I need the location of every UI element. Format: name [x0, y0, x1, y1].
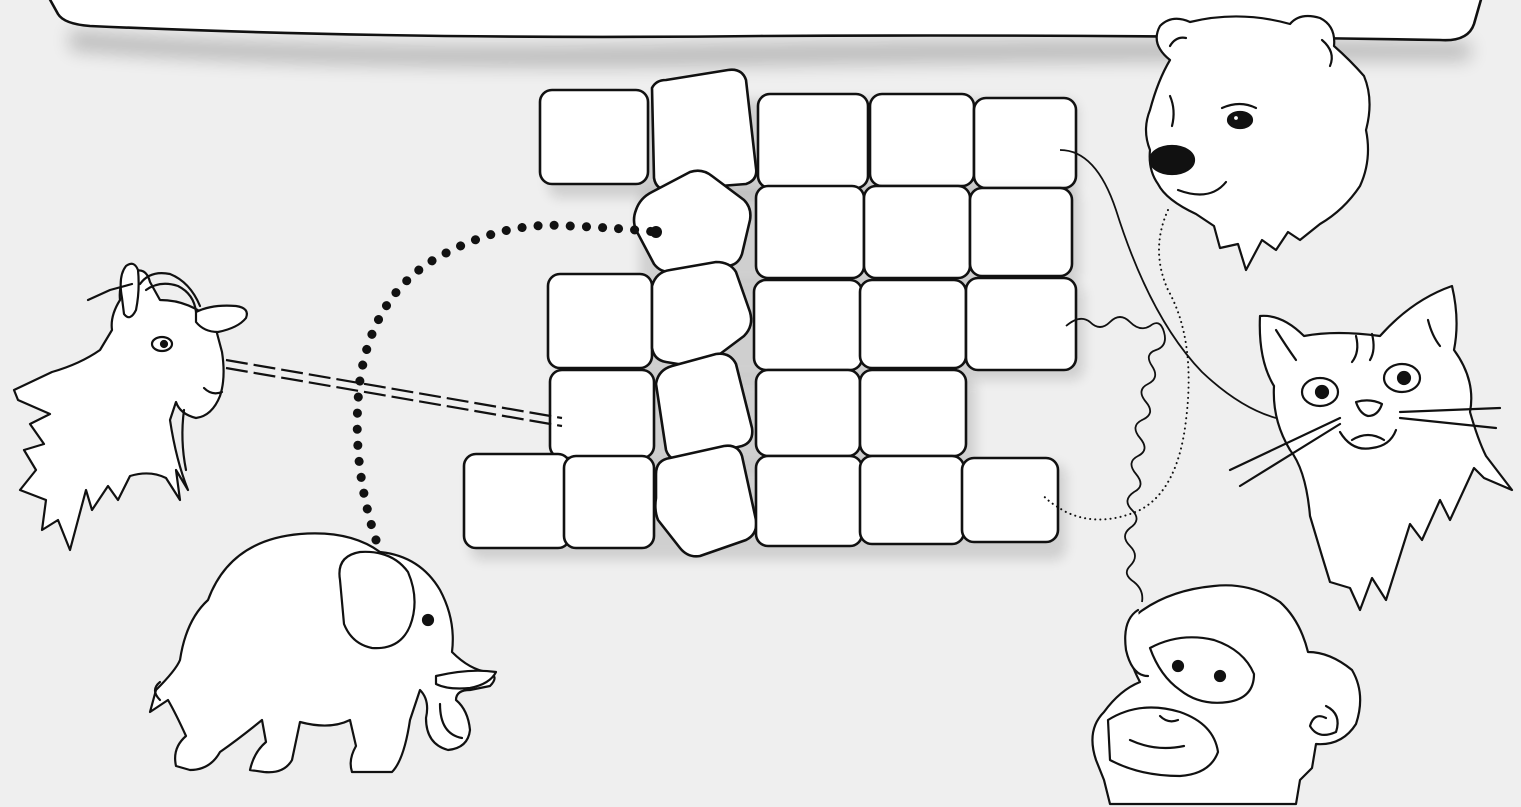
- grid-cell[interactable]: [962, 458, 1058, 542]
- grid-cell[interactable]: [860, 456, 964, 544]
- grid-cell[interactable]: [754, 280, 862, 370]
- grid-cell[interactable]: [966, 278, 1076, 370]
- grid-cell[interactable]: [656, 354, 752, 461]
- elephant-connector-end: [650, 226, 662, 238]
- grid-row-3: [548, 262, 1084, 380]
- grid-cell[interactable]: [860, 280, 966, 368]
- grid-row-5: [464, 446, 1066, 560]
- grid-cell[interactable]: [758, 94, 868, 188]
- grid-cell[interactable]: [974, 98, 1076, 188]
- grid-cell[interactable]: [756, 186, 864, 278]
- monkey-head-icon[interactable]: [1092, 585, 1360, 804]
- elephant-icon[interactable]: [150, 533, 496, 772]
- grid-cell[interactable]: [860, 370, 966, 456]
- grid-row-1: [540, 70, 1078, 198]
- crossword-grid: [464, 70, 1084, 560]
- grid-cell[interactable]: [864, 186, 970, 278]
- grid-cell[interactable]: [756, 370, 860, 456]
- grid-cell[interactable]: [464, 454, 570, 548]
- grid-cell[interactable]: [548, 274, 652, 368]
- cat-head-icon[interactable]: [1230, 286, 1512, 610]
- goat-head-icon[interactable]: [14, 264, 247, 550]
- goat-connector: [226, 360, 562, 426]
- grid-cell[interactable]: [540, 90, 648, 184]
- grid-cell[interactable]: [564, 456, 654, 548]
- grid-cell[interactable]: [970, 188, 1072, 276]
- bear-head-icon[interactable]: [1146, 16, 1370, 270]
- grid-row-4: [550, 354, 976, 468]
- grid-cell[interactable]: [550, 370, 654, 458]
- grid-cell[interactable]: [870, 94, 974, 186]
- grid-cell[interactable]: [756, 456, 862, 546]
